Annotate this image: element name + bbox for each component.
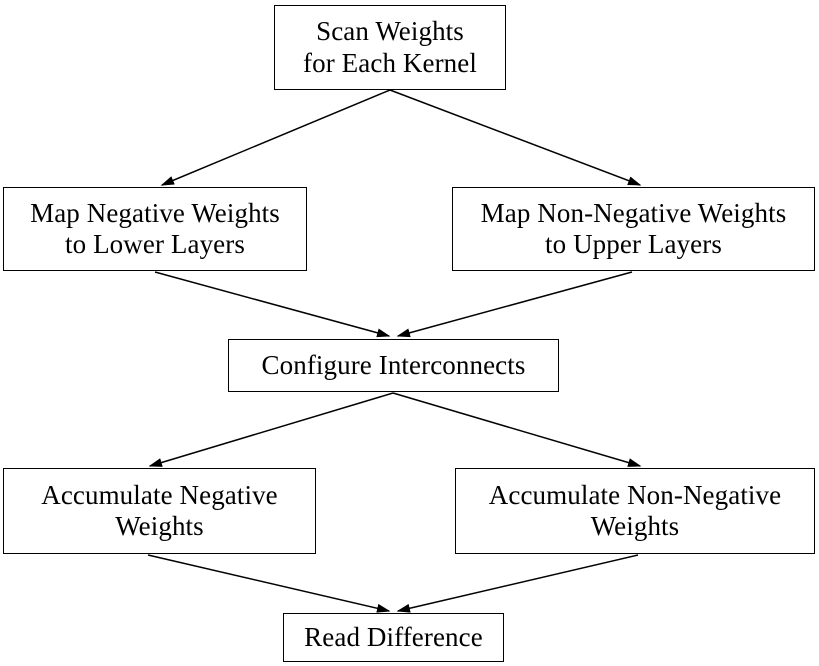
edge-map-non-negative-to-configure [396, 271, 633, 338]
node-map-non-negative-weights[interactable]: Map Non-Negative Weights to Upper Layers [452, 187, 815, 271]
node-accumulate-non-negative-weights[interactable]: Accumulate Non-Negative Weights [455, 468, 815, 554]
node-map-negative-weights-line-2: to Lower Layers [65, 229, 245, 259]
node-accumulate-negative-weights-line-1: Accumulate Negative [41, 479, 278, 510]
node-read-difference-line-1: Read Difference [304, 621, 483, 652]
edge-configure-to-accumulate-non-negative [392, 392, 642, 467]
edge-scan-to-map-non-negative [389, 89, 642, 186]
node-scan-weights-line-1: Scan Weights [316, 16, 464, 47]
node-map-negative-weights-line-1: Map Negative Weights [30, 197, 280, 228]
node-accumulate-negative-weights[interactable]: Accumulate Negative Weights [3, 468, 316, 554]
edge-map-negative-to-configure [154, 271, 391, 338]
node-scan-weights-line-2: for Each Kernel [303, 47, 477, 78]
edge-scan-to-map-negative [160, 89, 391, 186]
node-scan-weights[interactable]: Scan Weights for Each Kernel [274, 5, 506, 90]
edge-configure-to-accumulate-negative [148, 392, 394, 467]
node-configure-interconnects-line-1: Configure Interconnects [261, 349, 526, 380]
node-accumulate-non-negative-weights-line-1: Accumulate Non-Negative [488, 479, 782, 510]
edge-accumulate-non-negative-to-read-difference [396, 554, 639, 613]
node-configure-interconnects[interactable]: Configure Interconnects [228, 339, 559, 392]
node-read-difference[interactable]: Read Difference [283, 613, 504, 662]
node-accumulate-negative-weights-line-2: Weights [115, 511, 204, 541]
node-accumulate-non-negative-weights-line-2: Weights [590, 511, 680, 541]
node-map-non-negative-weights-line-1: Map Non-Negative Weights [480, 197, 787, 228]
node-map-non-negative-weights-line-2: to Upper Layers [545, 229, 722, 259]
node-map-negative-weights[interactable]: Map Negative Weights to Lower Layers [3, 187, 307, 271]
edge-accumulate-negative-to-read-difference [147, 554, 391, 613]
